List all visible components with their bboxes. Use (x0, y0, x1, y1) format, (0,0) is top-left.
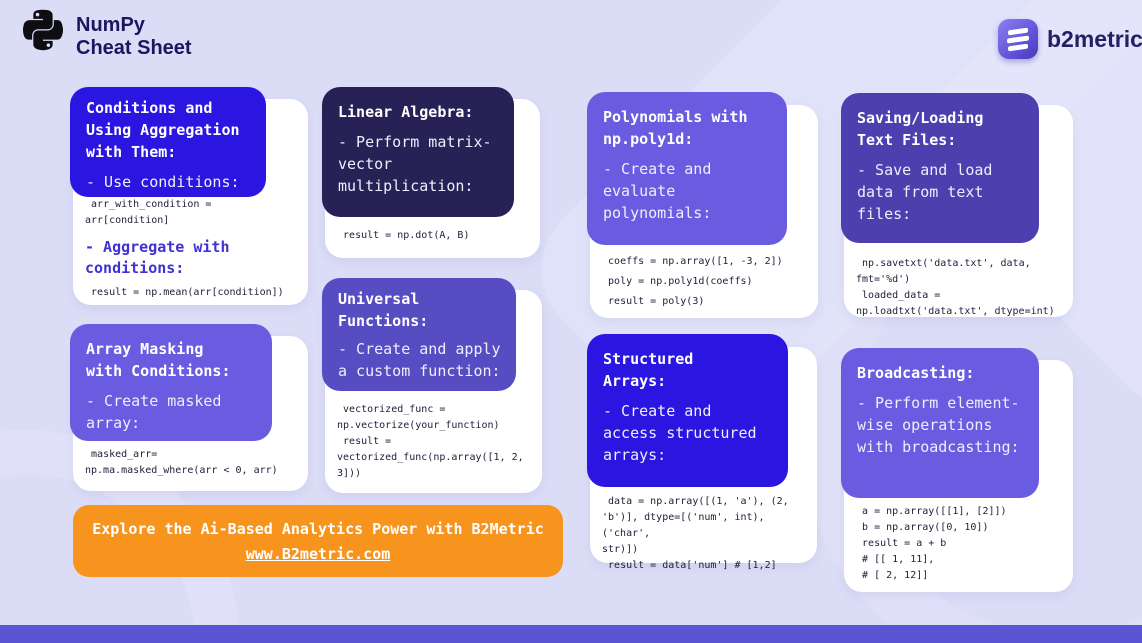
page-title: NumPy Cheat Sheet (76, 14, 192, 59)
promo-banner: Explore the Ai-Based Analytics Power wit… (73, 505, 563, 577)
card-title: Saving/Loading Text Files: (857, 109, 984, 149)
code-snippet-structured: data = np.array([(1, 'a'), (2, 'b')], dt… (602, 496, 789, 571)
card-title: Linear Algebra: (338, 103, 474, 121)
code-snippet-broadcasting: a = np.array([[1], [2]]) b = np.array([0… (862, 506, 1007, 581)
card-structured-arrays-header: Structured Arrays: - Create and access s… (587, 334, 788, 487)
code-snippet-poly1d: coeffs = np.array([1, -3, 2]) poly = np.… (608, 256, 783, 307)
code-snippet-vectorize: vectorized_func = np.vectorize(your_func… (337, 404, 524, 479)
code-snippet-dot: result = np.dot(A, B) (337, 230, 470, 241)
card-array-masking-header: Array Masking with Conditions: - Create … (70, 324, 272, 441)
card-subtitle: - Perform matrix-vector multiplication: (338, 133, 492, 195)
promo-text: Explore the Ai-Based Analytics Power wit… (92, 520, 544, 538)
brand-logo: b2metric (998, 19, 1142, 59)
card-saving-loading-header: Saving/Loading Text Files: - Save and lo… (841, 93, 1039, 243)
card-subtitle: - Create masked array: (86, 392, 222, 432)
card-title: Structured Arrays: (603, 350, 694, 390)
card-title: Universal Functions: (338, 290, 429, 330)
card-polynomials-header: Polynomials with np.poly1d: - Create and… (587, 92, 787, 245)
card-subtitle: - Create and apply a custom function: (338, 340, 501, 380)
card-title: Conditions and Using Aggregation with Th… (86, 99, 240, 161)
card-linear-algebra-header: Linear Algebra: - Perform matrix-vector … (322, 87, 514, 217)
card-title: Polynomials with np.poly1d: (603, 108, 748, 148)
footer-bar (0, 625, 1142, 643)
card-title: Array Masking with Conditions: (86, 340, 231, 380)
card-conditions-header: Conditions and Using Aggregation with Th… (70, 87, 266, 197)
card-subtitle: - Save and load data from text files: (857, 161, 993, 223)
python-logo-icon (23, 9, 63, 51)
promo-link[interactable]: www.B2metric.com (245, 545, 391, 563)
card-subtitle: - Create and evaluate polynomials: (603, 160, 712, 222)
code-snippet-aggregate: result = np.mean(arr[condition]) (85, 287, 284, 298)
card-subtitle: - Use conditions: (86, 173, 240, 191)
code-snippet-savetxt: np.savetxt('data.txt', data, fmt='%d') l… (856, 258, 1055, 317)
card-universal-functions-header: Universal Functions: - Create and apply … (322, 278, 516, 391)
card-subtitle: - Perform element-wise operations with b… (857, 394, 1020, 456)
card-subtitle: - Create and access structured arrays: (603, 402, 757, 464)
b2metric-bars-icon (998, 19, 1038, 59)
code-snippet-masking: masked_arr= np.ma.masked_where(arr < 0, … (85, 449, 278, 476)
card-broadcasting-header: Broadcasting: - Perform element-wise ope… (841, 348, 1039, 498)
code-snippet-use-conditions: arr_with_condition = arr[condition] (85, 199, 218, 226)
card-title: Broadcasting: (857, 364, 975, 382)
aggregate-subheading: - Aggregate with conditions: (85, 238, 230, 277)
brand-name: b2metric (1047, 25, 1142, 52)
